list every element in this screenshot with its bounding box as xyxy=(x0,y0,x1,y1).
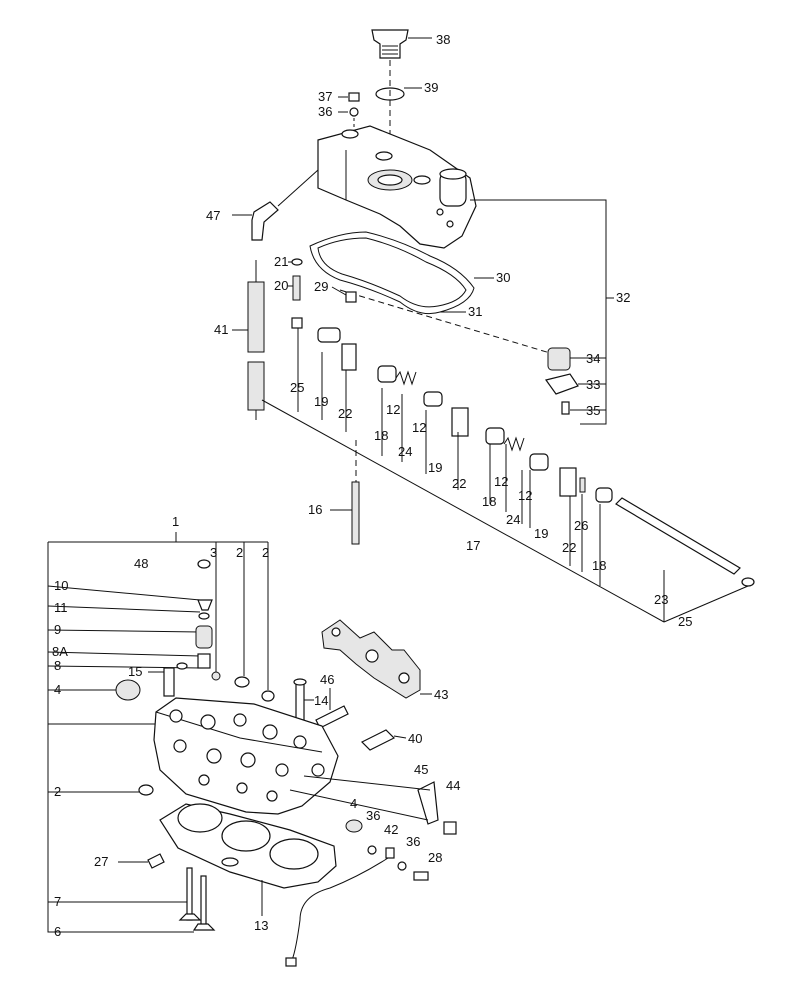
callout-37: 37 xyxy=(318,89,332,104)
callout-8: 8 xyxy=(54,658,61,673)
callout-12: 12 xyxy=(518,488,532,503)
callout-17: 17 xyxy=(466,538,480,553)
part-27-plug xyxy=(118,853,165,869)
part-29-nut xyxy=(331,286,357,303)
callout-42: 42 xyxy=(384,822,398,837)
part-13-head-gasket xyxy=(159,803,337,916)
callout-36: 36 xyxy=(366,808,380,823)
callout-11: 11 xyxy=(54,600,68,615)
callout-19: 19 xyxy=(534,526,548,541)
part-15-4-bolt-plug xyxy=(115,667,175,701)
callout-3: 3 xyxy=(210,545,217,560)
callout-14: 14 xyxy=(314,693,328,708)
callout-12: 12 xyxy=(386,402,400,417)
rocker-shaft-assembly xyxy=(261,317,755,623)
bracket-lines-left xyxy=(47,532,269,933)
callout-16: 16 xyxy=(308,502,322,517)
callout-9: 9 xyxy=(54,622,61,637)
part-34-33-35-cap-plate xyxy=(544,347,606,415)
callout-2: 2 xyxy=(54,784,61,799)
part-43-manifold-gasket xyxy=(321,619,432,699)
callout-38: 38 xyxy=(436,32,450,47)
part-47-elbow xyxy=(232,169,319,241)
lower-right-small-parts xyxy=(285,775,457,967)
callout-45: 45 xyxy=(414,762,428,777)
callout-23: 23 xyxy=(654,592,668,607)
callout-20: 20 xyxy=(274,278,288,293)
callout-32: 32 xyxy=(616,290,630,305)
callout-35: 35 xyxy=(586,403,600,418)
callout-25: 25 xyxy=(290,380,304,395)
callout-41: 41 xyxy=(214,322,228,337)
callout-18: 18 xyxy=(374,428,388,443)
part-30-31-gasket xyxy=(309,231,561,357)
callout-43: 43 xyxy=(434,687,448,702)
callout-34: 34 xyxy=(586,351,600,366)
callout-47: 47 xyxy=(206,208,220,223)
part-37-36-nut-washer xyxy=(338,92,360,130)
callout-26: 26 xyxy=(574,518,588,533)
callout-36: 36 xyxy=(406,834,420,849)
part-40-sensor xyxy=(360,729,407,751)
callout-2: 2 xyxy=(262,545,269,560)
callout-7: 7 xyxy=(54,894,61,909)
callout-31: 31 xyxy=(468,304,482,319)
part-21-20-nut-stud xyxy=(288,258,303,301)
part-39-seal-ring xyxy=(375,60,422,140)
part-7-6-valves xyxy=(178,867,216,931)
part-41-hose xyxy=(232,260,265,420)
callout-33: 33 xyxy=(586,377,600,392)
callout-30: 30 xyxy=(496,270,510,285)
callout-24: 24 xyxy=(398,444,412,459)
part-16-stud xyxy=(330,440,360,545)
callout-22: 22 xyxy=(452,476,466,491)
callout-12: 12 xyxy=(494,474,508,489)
callout-28: 28 xyxy=(428,850,442,865)
part-32-rocker-cover xyxy=(317,125,614,425)
callout-36: 36 xyxy=(318,104,332,119)
callout-29: 29 xyxy=(314,279,328,294)
callout-8A: 8A xyxy=(52,644,68,659)
callout-22: 22 xyxy=(562,540,576,555)
callout-48: 48 xyxy=(134,556,148,571)
callout-4: 4 xyxy=(350,796,357,811)
callout-15: 15 xyxy=(128,664,142,679)
callout-1: 1 xyxy=(172,514,179,529)
part-cylinder-head xyxy=(138,697,339,815)
callout-44: 44 xyxy=(446,778,460,793)
valve-spring-parts xyxy=(176,559,275,702)
callout-10: 10 xyxy=(54,578,68,593)
callout-21: 21 xyxy=(274,254,288,269)
callout-4: 4 xyxy=(54,682,61,697)
callout-25: 25 xyxy=(678,614,692,629)
part-38-filler-cap xyxy=(371,29,432,59)
callout-39: 39 xyxy=(424,80,438,95)
callout-46: 46 xyxy=(320,672,334,687)
callout-12: 12 xyxy=(412,420,426,435)
callout-6: 6 xyxy=(54,924,61,939)
part-14-46-bolt-stud xyxy=(293,678,349,729)
callout-27: 27 xyxy=(94,854,108,869)
callout-19: 19 xyxy=(314,394,328,409)
callout-22: 22 xyxy=(338,406,352,421)
callout-18: 18 xyxy=(482,494,496,509)
callout-19: 19 xyxy=(428,460,442,475)
callout-labels: 38 39 37 36 47 21 20 29 30 31 32 41 34 3… xyxy=(52,32,692,939)
callout-2: 2 xyxy=(236,545,243,560)
callout-24: 24 xyxy=(506,512,520,527)
callout-18: 18 xyxy=(592,558,606,573)
callout-40: 40 xyxy=(408,731,422,746)
callout-13: 13 xyxy=(254,918,268,933)
